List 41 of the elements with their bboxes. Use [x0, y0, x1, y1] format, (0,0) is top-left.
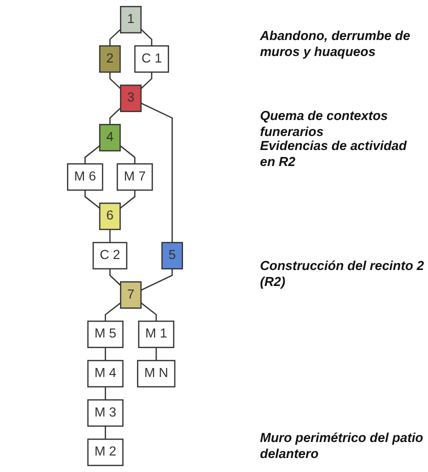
connector: [109, 28, 122, 46]
node-box: M 1: [138, 320, 174, 348]
connector: [140, 268, 173, 291]
connector: [84, 190, 100, 209]
connector: [140, 28, 152, 46]
node-box: 4: [99, 124, 121, 152]
node-box: 3: [120, 84, 142, 112]
connector: [104, 302, 121, 322]
phase-label: Abandono, derrumbe de muros y huaqueos: [260, 28, 412, 60]
connector: [104, 426, 106, 440]
phase-label: Muro perimétrico del patio delantero: [260, 430, 424, 462]
node-box: M 2: [87, 438, 124, 466]
node-box: C 2: [92, 242, 128, 270]
phase-label: Quema de contextos funerarios: [260, 108, 389, 140]
connector: [120, 190, 136, 209]
connector: [109, 72, 122, 90]
node-box: 2: [99, 45, 121, 73]
phase-label: Evidencias de actividad en R2: [260, 138, 408, 170]
connector: [109, 268, 122, 286]
connector: [140, 302, 157, 322]
connector: [156, 347, 157, 361]
node-box: M 6: [67, 163, 104, 191]
connector: [140, 72, 152, 90]
node-box: M 7: [116, 163, 153, 191]
connector: [104, 347, 106, 361]
node-box: 5: [161, 242, 184, 270]
node-box: M 4: [87, 360, 124, 388]
connector: [120, 145, 136, 164]
connector: [104, 386, 106, 400]
connector: [84, 145, 100, 164]
connector: [109, 229, 111, 243]
node-box: 1: [120, 6, 142, 34]
connector: [109, 108, 122, 125]
connector: [140, 102, 173, 243]
phase-label: Construcción del recinto 2 (R2): [260, 258, 425, 290]
node-box: C 1: [134, 45, 170, 73]
node-box: M 3: [87, 399, 124, 427]
node-box: M N: [137, 360, 176, 388]
node-box: 6: [99, 202, 121, 230]
node-box: 7: [120, 281, 142, 309]
node-box: M 5: [87, 320, 124, 348]
